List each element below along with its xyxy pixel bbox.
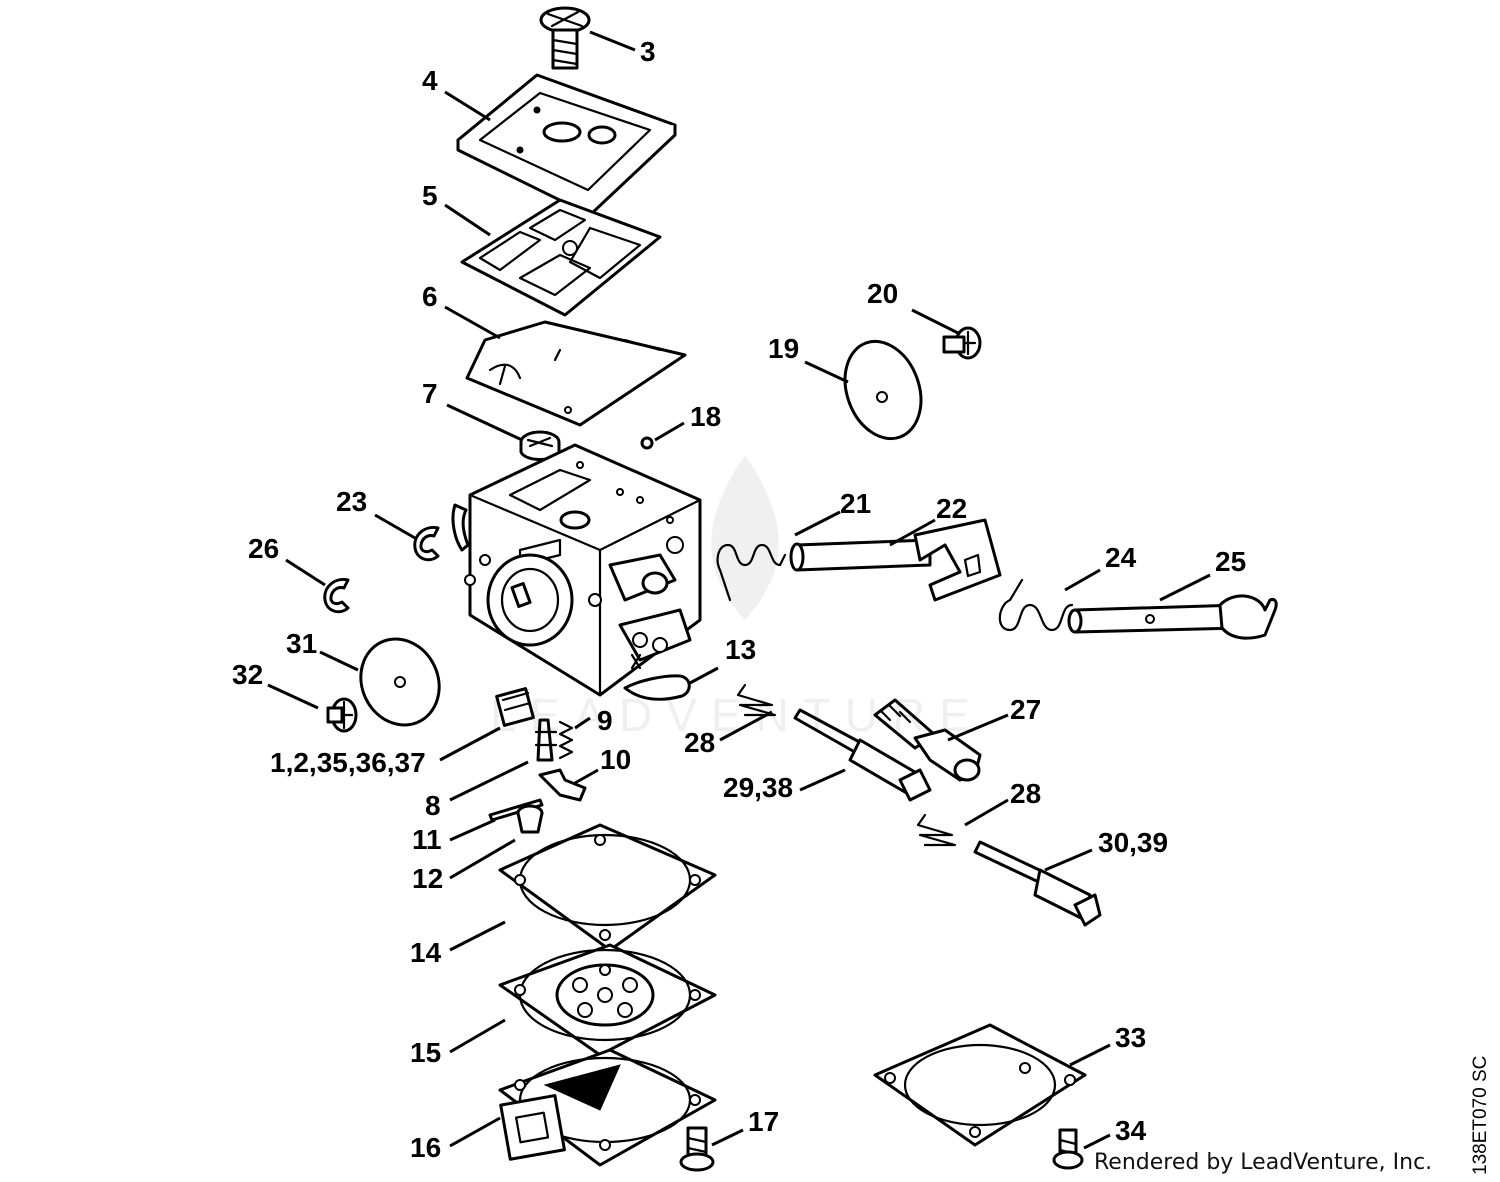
callout-28-lower: 28: [1010, 778, 1042, 809]
part-8-inlet-needle: [534, 718, 558, 762]
callout-11: 11: [412, 824, 442, 855]
callout-3: 3: [640, 36, 656, 67]
part-25-throttle-shaft: [1067, 594, 1278, 640]
part-19-choke-valve: [843, 339, 923, 441]
callout-27: 27: [1010, 694, 1042, 725]
callout-4: 4: [422, 65, 438, 96]
diagram-reference-code: 138ET070 SC: [1470, 1055, 1491, 1175]
part-30-39-needle: [973, 840, 1102, 927]
callout-19: 19: [768, 333, 800, 364]
callout-8: 8: [425, 790, 441, 821]
part-17-screw: [679, 1126, 715, 1172]
leader-lines: [267, 30, 1211, 1150]
credit-text: Rendered by LeadVenture, Inc.: [1094, 1150, 1433, 1175]
callout-12: 12: [412, 863, 444, 894]
part-28-spring-lower: [916, 813, 957, 847]
callout-33: 33: [1115, 1022, 1147, 1053]
callout-5: 5: [422, 180, 438, 211]
callout-24: 24: [1105, 542, 1137, 573]
callout-13: 13: [725, 634, 757, 665]
part-13-lever: [623, 674, 691, 701]
callout-1-2-35-36-37: 1,2,35,36,37: [270, 747, 426, 778]
part-7-strainer: [519, 430, 561, 461]
callout-18: 18: [690, 401, 722, 432]
part-32-screw: [326, 697, 358, 733]
part-3-screw: [539, 6, 591, 70]
callout-26: 26: [248, 533, 280, 564]
part-15-pump-diaphragm: [498, 943, 717, 1057]
part-23-e-clip: [413, 525, 440, 562]
callout-14: 14: [410, 937, 442, 968]
carburetor-body: [451, 443, 702, 697]
part-26-e-clip: [323, 577, 350, 614]
callout-29-38: 29,38: [723, 772, 794, 803]
callout-28-upper: 28: [684, 727, 716, 758]
part-1-2-35-36-37-jet: [495, 687, 535, 727]
part-5-gasket: [460, 198, 662, 317]
part-10-inlet-lever: [538, 768, 587, 802]
callout-20: 20: [867, 278, 899, 309]
part-20-screw: [942, 326, 982, 360]
callout-10: 10: [600, 744, 632, 775]
part-29-38-needle: [793, 708, 932, 802]
part-6-metering-diaphragm: [465, 320, 687, 427]
callout-16: 16: [410, 1132, 442, 1163]
part-24-spring: [998, 578, 1074, 632]
part-34-screw: [1052, 1128, 1084, 1170]
callout-25: 25: [1215, 546, 1247, 577]
part-12-screw: [516, 804, 544, 834]
callout-17: 17: [748, 1106, 780, 1137]
part-9-spring: [558, 720, 574, 760]
part-18-ball: [640, 436, 654, 450]
callout-30-39: 30,39: [1098, 827, 1169, 858]
callout-34: 34: [1115, 1115, 1147, 1146]
part-28-spring-upper: [736, 683, 777, 717]
part-27-plug: [873, 698, 982, 782]
part-31-throttle-valve: [359, 637, 441, 727]
callout-22: 22: [936, 493, 968, 524]
callout-23: 23: [336, 486, 368, 517]
watermark-text: LEADVENTURE: [490, 689, 984, 741]
callout-32: 32: [232, 659, 264, 690]
callout-15: 15: [410, 1037, 442, 1068]
watermark-flame: [711, 455, 779, 620]
part-33-diaphragm: [873, 1023, 1087, 1147]
callout-6: 6: [422, 281, 438, 312]
part-16-end-cover: [498, 1048, 717, 1167]
callout-9: 9: [597, 705, 613, 736]
callout-31: 31: [286, 628, 318, 659]
part-22-choke-shaft: [789, 518, 1002, 602]
part-4-cover: [456, 73, 677, 217]
callout-7: 7: [422, 378, 438, 409]
part-21-spring: [716, 543, 787, 572]
part-14-gasket: [498, 823, 717, 952]
callout-21: 21: [840, 488, 872, 519]
